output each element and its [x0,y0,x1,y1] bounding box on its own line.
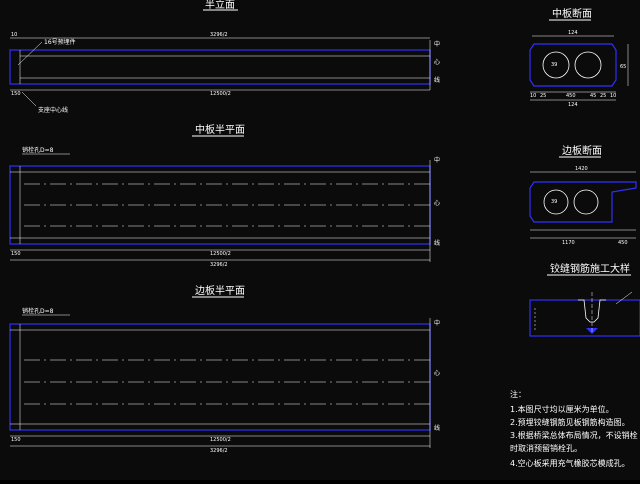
edge-section-title: 边板断面 [562,144,602,157]
edge-plan-hole-label: 销栓孔D=8 [22,307,54,315]
elevation-callout-anchor: 16号预埋件 [44,38,76,46]
mid-section-view: 中板断面 124 39 65 10 25 450 45 25 10 124 [529,7,629,108]
hinge-detail-view: 铰缝钢筋施工大样 [529,262,640,337]
note-line-5: 4.空心板采用充气橡胶芯模成孔。 [510,458,630,468]
notes-heading: 注： [510,389,526,399]
elevation-side-2: 心 [434,59,440,66]
edge-plan-dim-inner: 12500/2 [210,437,231,443]
elevation-side-3: 线 [434,76,440,84]
elevation-view: 半立面 3296/2 10 16号预埋件 150 12500/2 支座中心线 中… [9,0,440,114]
edge-section-hole: 39 [551,199,557,205]
edge-section-bd-1: 1170 [562,240,575,246]
edge-section-view: 边板断面 1420 39 1170 450 [529,144,637,246]
mid-section-bd-5: 25 [600,93,606,99]
elevation-left-bottom: 150 [11,91,21,97]
mid-plan-dim-outer: 3296/2 [210,262,228,268]
notes-block: 注： 1.本图尺寸均以厘米为单位。 2.预埋铰缝钢筋见板钢筋构造图。 3.根据桥… [510,389,638,468]
edge-plan-left-dim: 150 [11,437,21,443]
mid-plan-hole-label: 销栓孔D=8 [22,146,54,154]
edge-plan-side-1: 中 [434,319,440,327]
mid-plan-dim-inner: 12500/2 [210,251,231,257]
mid-section-bd-2: 25 [540,93,546,99]
mid-section-bd-3: 450 [566,93,576,99]
mid-section-bd-4: 45 [590,93,596,99]
edge-plan-side-3: 线 [434,424,440,432]
mid-section-title: 中板断面 [552,7,592,20]
edge-plan-side-2: 心 [434,370,440,377]
edge-section-bd-2: 450 [618,240,628,246]
elevation-title: 半立面 [205,0,235,11]
mid-plan-view: 中板半平面 销栓孔D=8 150 12500/2 3296/2 中 心 线 [9,123,440,268]
elevation-callout-center: 支座中心线 [38,106,68,114]
mid-plan-side-2: 心 [434,200,440,207]
edge-section-top-dim: 1420 [575,166,588,172]
edge-plan-view: 边板半平面 销栓孔D=8 150 12500/2 3296/2 中 心 线 [9,284,440,454]
elevation-top-dim: 3296/2 [210,32,228,38]
mid-section-total: 124 [568,102,578,108]
note-line-2: 2.预埋铰缝钢筋见板钢筋构造图。 [510,417,630,427]
elevation-left-top: 10 [11,32,17,38]
note-line-3: 3.根据桥梁总体布局情况，不设销栓 [510,430,638,440]
edge-plan-title: 边板半平面 [195,284,245,297]
note-line-1: 1.本图尺寸均以厘米为单位。 [510,404,614,414]
mid-section-top-dim: 124 [568,30,578,36]
edge-plan-dim-outer: 3296/2 [210,448,228,454]
mid-plan-side-1: 中 [434,156,440,164]
elevation-bottom-dim: 12500/2 [210,91,231,97]
mid-section-bd-1: 10 [530,93,536,99]
mid-section-height: 65 [620,64,626,70]
note-line-4: 时取消预留销栓孔。 [510,443,582,453]
mid-plan-side-3: 线 [434,239,440,247]
mid-plan-title: 中板半平面 [195,123,245,136]
mid-section-bd-6: 10 [610,93,616,99]
mid-plan-left-dim: 150 [11,251,21,257]
elevation-side-1: 中 [434,40,440,48]
detail-title: 铰缝钢筋施工大样 [550,262,630,275]
mid-section-hole: 39 [551,62,557,68]
